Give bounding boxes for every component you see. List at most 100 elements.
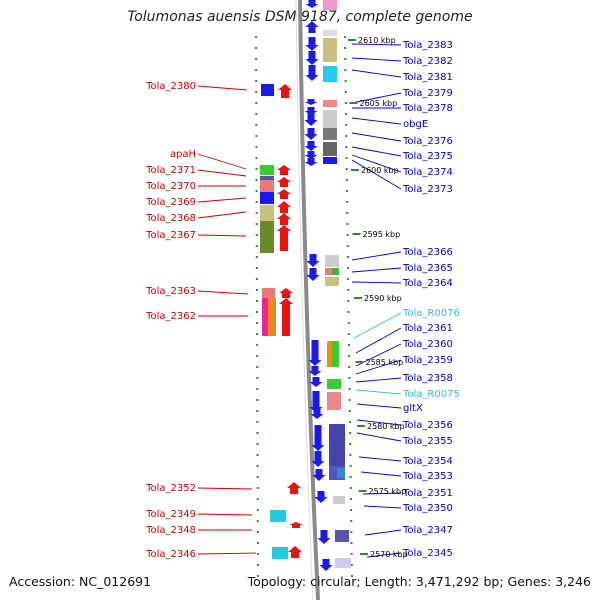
right-gene-label[interactable]: Tola_2355 <box>402 436 453 447</box>
kbp-marker-label: 2600 kbp <box>361 166 399 175</box>
right-gene-label[interactable]: Tola_2354 <box>402 456 453 467</box>
kbp-marker-label: 2580 kbp <box>367 422 405 431</box>
minus-strand-gene <box>319 559 333 571</box>
right-gene-label[interactable]: Tola_2382 <box>402 56 453 67</box>
gene-function-box <box>261 84 274 96</box>
right-gene-label[interactable]: Tola_2358 <box>402 373 453 384</box>
gene-function-box <box>323 128 337 140</box>
minus-strand-gene <box>306 254 320 267</box>
gene-function-box <box>332 268 339 275</box>
right-gene-label[interactable]: Tola_2361 <box>402 323 453 334</box>
right-gene-label[interactable]: obgE <box>403 119 428 130</box>
minus-strand-gene <box>309 377 323 387</box>
kbp-marker-label: 2570 kbp <box>370 550 408 559</box>
left-gene-label[interactable]: Tola_2369 <box>145 197 196 208</box>
topology-text: Topology: circular; Length: 3,471,292 bp… <box>247 574 591 589</box>
kbp-marker-label: 2575 kbp <box>369 487 407 496</box>
right-gene-label[interactable]: Tola_2381 <box>402 72 453 83</box>
right-gene-label[interactable]: Tola_R0075 <box>402 389 460 400</box>
gene-function-box <box>323 157 337 164</box>
left-gene-label[interactable]: Tola_2363 <box>145 286 196 297</box>
gene-function-box <box>323 38 337 62</box>
right-gene-label[interactable]: Tola_2350 <box>402 503 453 514</box>
gene-function-box <box>260 176 274 180</box>
left-gene-label[interactable]: apaH <box>170 149 196 160</box>
left-gene-label[interactable]: Tola_2352 <box>145 483 196 494</box>
right-gene-label[interactable]: Tola_2373 <box>402 184 453 195</box>
label-leader-lines <box>197 43 402 558</box>
right-gene-label[interactable]: Tola_2365 <box>402 263 453 274</box>
right-gene-label[interactable]: Tola_2375 <box>402 151 453 162</box>
gene-function-box <box>260 180 274 192</box>
right-gene-label[interactable]: Tola_2345 <box>402 548 453 559</box>
gene-function-box <box>260 221 274 253</box>
right-gene-label[interactable]: Tola_2353 <box>402 471 453 482</box>
gene-function-box <box>327 379 341 389</box>
kbp-marker-label: 2610 kbp <box>358 36 396 45</box>
gene-function-box <box>323 110 337 128</box>
gene-function-box <box>272 547 288 559</box>
left-gene-label[interactable]: Tola_2348 <box>145 525 196 536</box>
minus-strand-gene <box>304 158 318 166</box>
right-gene-label[interactable]: Tola_2351 <box>402 488 453 499</box>
gene-function-box <box>260 205 274 221</box>
gene-function-box <box>327 341 332 367</box>
plus-strand-gene <box>277 225 291 251</box>
right-gene-label[interactable]: Tola_2379 <box>402 88 453 99</box>
minus-strand-gene <box>305 51 319 65</box>
plus-strand-gene <box>277 189 291 199</box>
gene-function-box <box>323 66 337 82</box>
plus-strand-gene <box>278 84 292 98</box>
minus-strand-gene <box>309 391 323 413</box>
right-gene-label[interactable]: Tola_2356 <box>402 420 453 431</box>
left-gene-label[interactable]: Tola_2362 <box>145 311 196 322</box>
accession-text: Accession: NC_012691 <box>9 574 152 589</box>
left-labels: Tola_2380 apaH Tola_2371Tola_2370Tola_2369… <box>145 81 196 560</box>
left-gene-label[interactable]: Tola_2371 <box>145 165 196 176</box>
right-gene-label[interactable]: Tola_2359 <box>402 355 453 366</box>
left-gene-label[interactable]: Tola_2349 <box>145 509 196 520</box>
minus-strand-gene <box>304 99 318 105</box>
gene-function-box <box>323 142 337 156</box>
minus-strand-gene <box>305 37 319 51</box>
left-gene-label[interactable]: Tola_2380 <box>145 81 196 92</box>
right-gene-label[interactable]: Tola_2374 <box>402 167 453 178</box>
left-gene-label[interactable]: Tola_2368 <box>145 213 196 224</box>
right-gene-label[interactable]: Tola_2383 <box>402 40 453 51</box>
left-gene-label[interactable]: Tola_2367 <box>145 230 196 241</box>
right-gene-label[interactable]: Tola_2366 <box>402 247 453 258</box>
right-gene-label[interactable]: Tola_2376 <box>402 136 453 147</box>
kbp-marker-label: 2585 kbp <box>366 358 404 367</box>
left-gene-label[interactable]: Tola_2346 <box>145 549 196 560</box>
right-gene-label[interactable]: Tola_2347 <box>402 525 453 536</box>
gene-function-box <box>335 558 351 568</box>
minus-strand-gene <box>314 491 328 503</box>
minus-strand-gene <box>311 425 325 451</box>
right-labels: Tola_2383Tola_2382Tola_2381Tola_2379Tola… <box>402 40 460 559</box>
minus-strand-gene <box>308 340 322 366</box>
plus-strand-gene <box>287 482 301 494</box>
gene-function-box <box>335 530 349 542</box>
gene-function-box <box>323 0 337 10</box>
plus-strand-gene <box>289 522 303 528</box>
right-gene-label[interactable]: Tola_R0076 <box>402 308 460 319</box>
plus-strand-gene <box>277 165 291 175</box>
right-gene-label[interactable]: Tola_2378 <box>402 103 453 114</box>
gene-function-box <box>260 165 274 175</box>
minus-strand-gene <box>317 530 331 544</box>
right-gene-label[interactable]: Tola_2364 <box>402 278 453 289</box>
minus-strand-gene <box>308 366 322 376</box>
kbp-marker-label: 2595 kbp <box>363 230 401 239</box>
right-gene-label[interactable]: gltX <box>403 403 423 414</box>
gene-function-box <box>325 277 339 286</box>
minus-strand-gene <box>305 0 319 8</box>
minus-strand-gene <box>304 141 318 151</box>
gene-function-box <box>323 100 337 107</box>
right-gene-label[interactable]: Tola_2360 <box>402 339 453 350</box>
left-gene-label[interactable]: Tola_2370 <box>145 181 196 192</box>
right-track-dots <box>344 35 353 581</box>
minus-strand-gene <box>305 65 319 81</box>
gene-function-box <box>260 192 274 204</box>
